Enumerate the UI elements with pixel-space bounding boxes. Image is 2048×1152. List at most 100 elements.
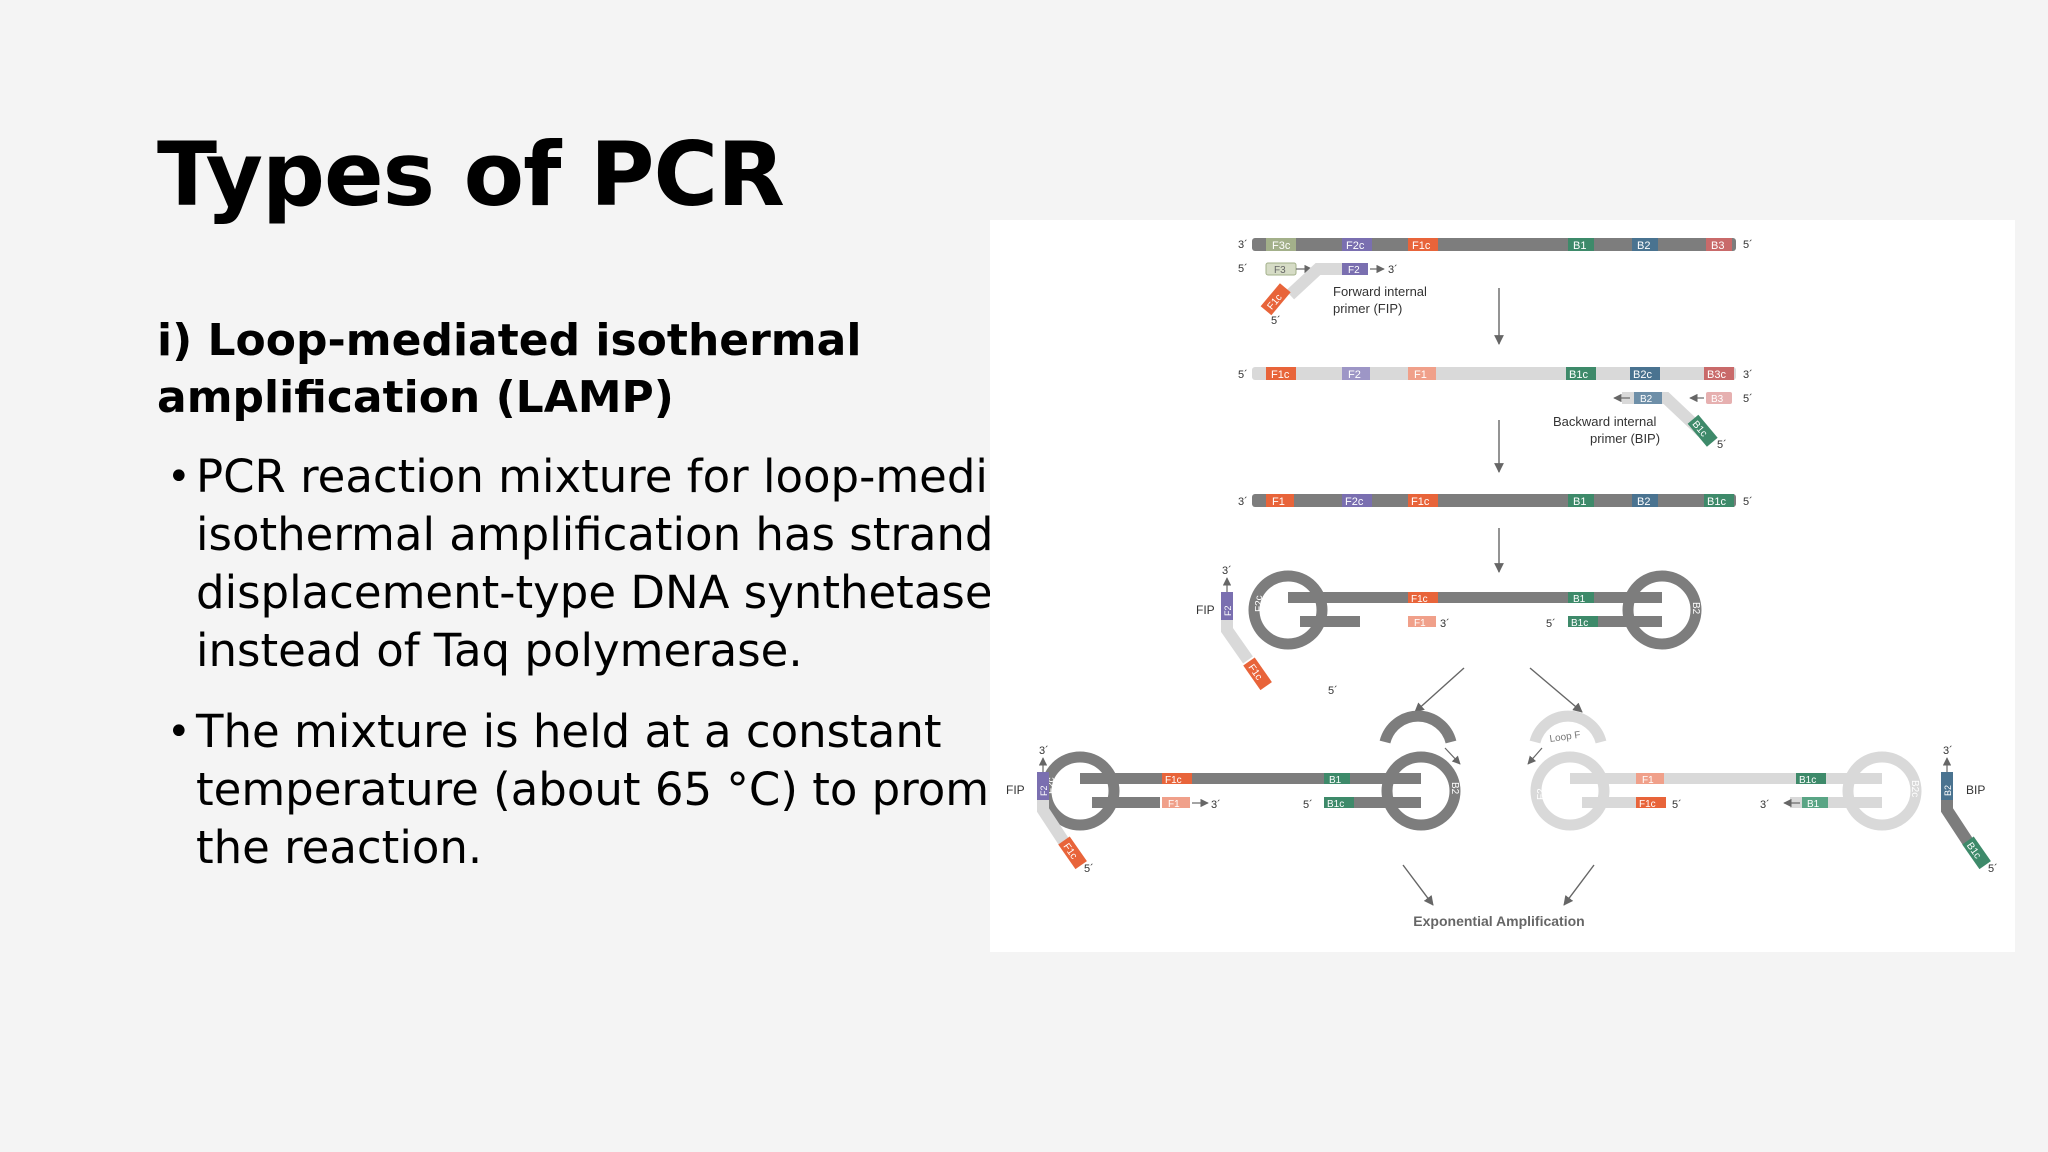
segment-label: B1c — [1707, 496, 1726, 508]
segment-label: B3 — [1711, 394, 1724, 405]
segment-label: B2 — [1637, 496, 1650, 508]
segment-label: F2 — [1348, 369, 1361, 381]
segment-label: F1c — [1411, 496, 1430, 508]
segment-label: B2 — [1943, 785, 1953, 796]
segment-b1c — [1568, 616, 1598, 627]
prime-label: 3´ — [1238, 496, 1248, 508]
prime-label: 5´ — [1743, 496, 1753, 508]
loop-primer-arc — [1379, 710, 1457, 744]
segment-b1 — [1568, 494, 1594, 507]
segment-f2c — [1342, 238, 1372, 251]
segment-label: B1c — [1327, 799, 1344, 810]
segment-label: F1 — [1642, 775, 1654, 786]
segment-b1 — [1324, 773, 1350, 784]
prime-label: 3´ — [1943, 745, 1953, 757]
flow-arrow — [1402, 864, 1434, 906]
segment-b2 — [1632, 494, 1658, 507]
prime-label: 3´ — [1388, 264, 1398, 276]
step-3: 3´ 5´ F1 F2c F1c B1 B2 B1c — [1238, 494, 1753, 573]
left-loop — [1530, 751, 1610, 831]
segment-f1 — [1162, 797, 1190, 808]
bip-label: BIP — [1966, 783, 1985, 797]
segment-label: F1c — [1412, 240, 1431, 252]
segment-label: B2 — [1640, 394, 1653, 405]
loop-b-label: Loop B — [1397, 728, 1430, 743]
bullet-line: the reaction. — [196, 821, 483, 874]
loop-f-label: Loop F — [1549, 730, 1581, 745]
bullet-line: instead of Taq polymerase. — [196, 624, 803, 677]
prime-label: 5´ — [1084, 863, 1094, 875]
template-strand — [1252, 367, 1736, 380]
bullet-dot: • — [167, 454, 191, 500]
segment-f1 — [1408, 367, 1436, 380]
extension-arrow — [1527, 747, 1543, 765]
fip-caption-line-1: Forward internal — [1333, 284, 1427, 299]
bullet-dot: • — [167, 709, 191, 755]
bullet-line: The mixture is held at a constant — [196, 705, 942, 758]
segment-label: F2c — [1046, 777, 1057, 794]
segment-b1c — [1704, 494, 1734, 507]
prime-label: 3´ — [1743, 369, 1753, 381]
segment-b3c — [1704, 367, 1734, 380]
segment-label: F1 — [1414, 618, 1426, 629]
bullet-line: temperature (about 65 °C) to promote — [196, 763, 992, 816]
segment-b2 — [1632, 238, 1658, 251]
segment-label: B3 — [1711, 240, 1724, 252]
segment-label: B1c — [1571, 618, 1588, 629]
stem-bottom-right — [1324, 797, 1421, 808]
template-strand — [1252, 494, 1736, 507]
segment-label: F2c — [1345, 496, 1364, 508]
bip-caption-line-1: Backward internal — [1553, 414, 1656, 429]
lamp-diagram: 3´ 5´ F3c F2c F1c B1 B2 B3 5´ F3 F2 3´ — [990, 220, 2015, 952]
stem-bottom-right — [1570, 616, 1662, 627]
left-loop — [1248, 570, 1328, 650]
segment-b1 — [1568, 238, 1594, 251]
primer-b3 — [1706, 392, 1732, 404]
prime-label: 3´ — [1440, 618, 1450, 630]
bullet-item: • The mixture is held at a constant temp… — [157, 703, 992, 877]
stem-bottom-left — [1092, 797, 1160, 808]
prime-label: 5´ — [1546, 618, 1556, 630]
segment-f1 — [1408, 616, 1436, 627]
segment-label: B1 — [1573, 496, 1586, 508]
bullet-item: • PCR reaction mixture for loop-mediated… — [157, 448, 992, 680]
segment-b1c — [1566, 367, 1596, 380]
segment-label: B1 — [1807, 799, 1820, 810]
segment-f3c — [1266, 238, 1296, 251]
flow-arrow — [1529, 667, 1583, 713]
step-4-dumbbell: F1c F1 3´ B1 B1c 5´ F2c B2 F2 3´ FIP F1c… — [1196, 565, 1702, 713]
segment-f1 — [1266, 494, 1294, 507]
segment-label: F1 — [1414, 369, 1427, 381]
segment-b1 — [1802, 797, 1828, 808]
prime-label: 5´ — [1238, 369, 1248, 381]
segment-label: F2 — [1536, 788, 1547, 800]
segment-label: B2 — [1449, 782, 1460, 795]
segment-label: F1 — [1168, 799, 1180, 810]
stem-bottom-left — [1300, 616, 1360, 627]
prime-label: 5´ — [1328, 685, 1338, 697]
segment-label: F2 — [1348, 265, 1360, 276]
prime-label: 5´ — [1717, 439, 1727, 451]
segment-label: B2 — [1637, 240, 1650, 252]
segment-f2c — [1342, 494, 1372, 507]
segment-label: F2c — [1254, 595, 1265, 612]
segment-label: B3c — [1707, 369, 1726, 381]
segment-label: B1 — [1329, 775, 1342, 786]
segment-label: B1c — [1799, 775, 1816, 786]
stem-top — [1288, 592, 1662, 603]
bullet-line: isothermal amplification has strand — [196, 508, 992, 561]
step-5-left: F1c F1 3´ B1 B1c 5´ F2c B2 Loop B F2 3´ … — [1006, 710, 1461, 906]
segment-f2 — [1221, 592, 1233, 620]
stem-top — [1080, 773, 1421, 784]
segment-b2c — [1630, 367, 1660, 380]
exponential-amplification-label: Exponential Amplification — [1413, 913, 1584, 929]
prime-label: 3´ — [1211, 799, 1221, 811]
segment-f1c — [1636, 797, 1666, 808]
right-loop — [1622, 570, 1702, 650]
prime-label: 3´ — [1222, 565, 1232, 577]
prime-label: 5´ — [1743, 393, 1753, 405]
extension-arrow — [1444, 747, 1461, 765]
bullet-line: PCR reaction mixture for loop-mediated — [196, 450, 992, 503]
segment-label: B1 — [1573, 594, 1586, 605]
fip-caption-line-2: primer (FIP) — [1333, 301, 1402, 316]
